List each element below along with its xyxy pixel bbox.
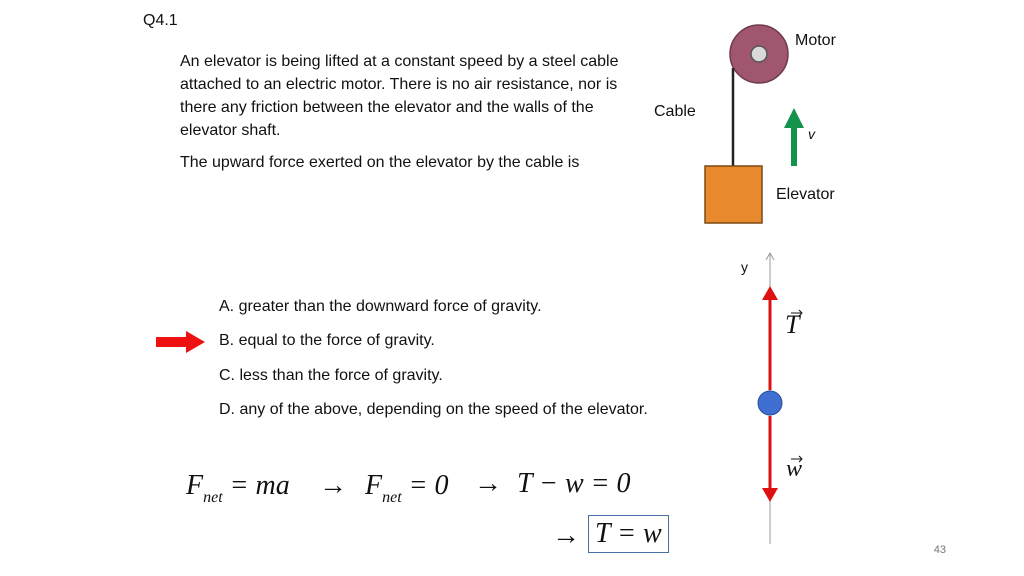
motor-label: Motor: [795, 32, 836, 49]
velocity-arrow-head: [784, 108, 804, 128]
cable-label: Cable: [654, 103, 696, 120]
equation-newton: Fnet = ma: [186, 470, 290, 506]
question-text: An elevator is being lifted at a constan…: [180, 50, 630, 183]
implies-arrow-3: →: [552, 520, 580, 551]
slide-id: Q4.1: [143, 12, 178, 29]
tension-symbol: T: [785, 310, 800, 339]
velocity-label: v: [808, 126, 815, 142]
free-body-diagram: [757, 251, 783, 544]
weight-label: w: [786, 452, 808, 483]
selected-answer-arrow: [156, 331, 205, 353]
elevator-box: [704, 165, 763, 224]
equation-force-balance: T − w = 0: [517, 468, 631, 499]
tension-arrow-head: [762, 286, 778, 300]
vector-arrow-icon: [791, 309, 803, 317]
implies-arrow-1: →: [319, 470, 347, 501]
body-dot: [757, 390, 783, 416]
choice-b[interactable]: B. equal to the force of gravity.: [219, 332, 435, 349]
choice-d[interactable]: D. any of the above, depending on the sp…: [219, 401, 648, 418]
question-paragraph-2: The upward force exerted on the elevator…: [180, 154, 580, 171]
result-box: T = w: [588, 515, 669, 553]
weight-arrow-head: [762, 488, 778, 502]
choice-a[interactable]: A. greater than the downward force of gr…: [219, 298, 542, 315]
equation-net-zero: Fnet = 0: [365, 470, 449, 506]
tension-label: T: [785, 306, 807, 340]
elevator-diagram: [704, 24, 804, 224]
choice-c[interactable]: C. less than the force of gravity.: [219, 367, 443, 384]
elevator-label: Elevator: [776, 186, 835, 203]
implies-arrow-2: →: [474, 468, 502, 499]
y-axis-label: y: [741, 259, 748, 275]
question-paragraph-1: An elevator is being lifted at a constan…: [180, 53, 619, 139]
motor-axle: [750, 45, 768, 63]
vector-arrow-icon: [791, 455, 803, 463]
weight-symbol: w: [786, 456, 803, 482]
y-axis-arrowhead: [765, 251, 775, 261]
page-number: 43: [933, 544, 946, 556]
